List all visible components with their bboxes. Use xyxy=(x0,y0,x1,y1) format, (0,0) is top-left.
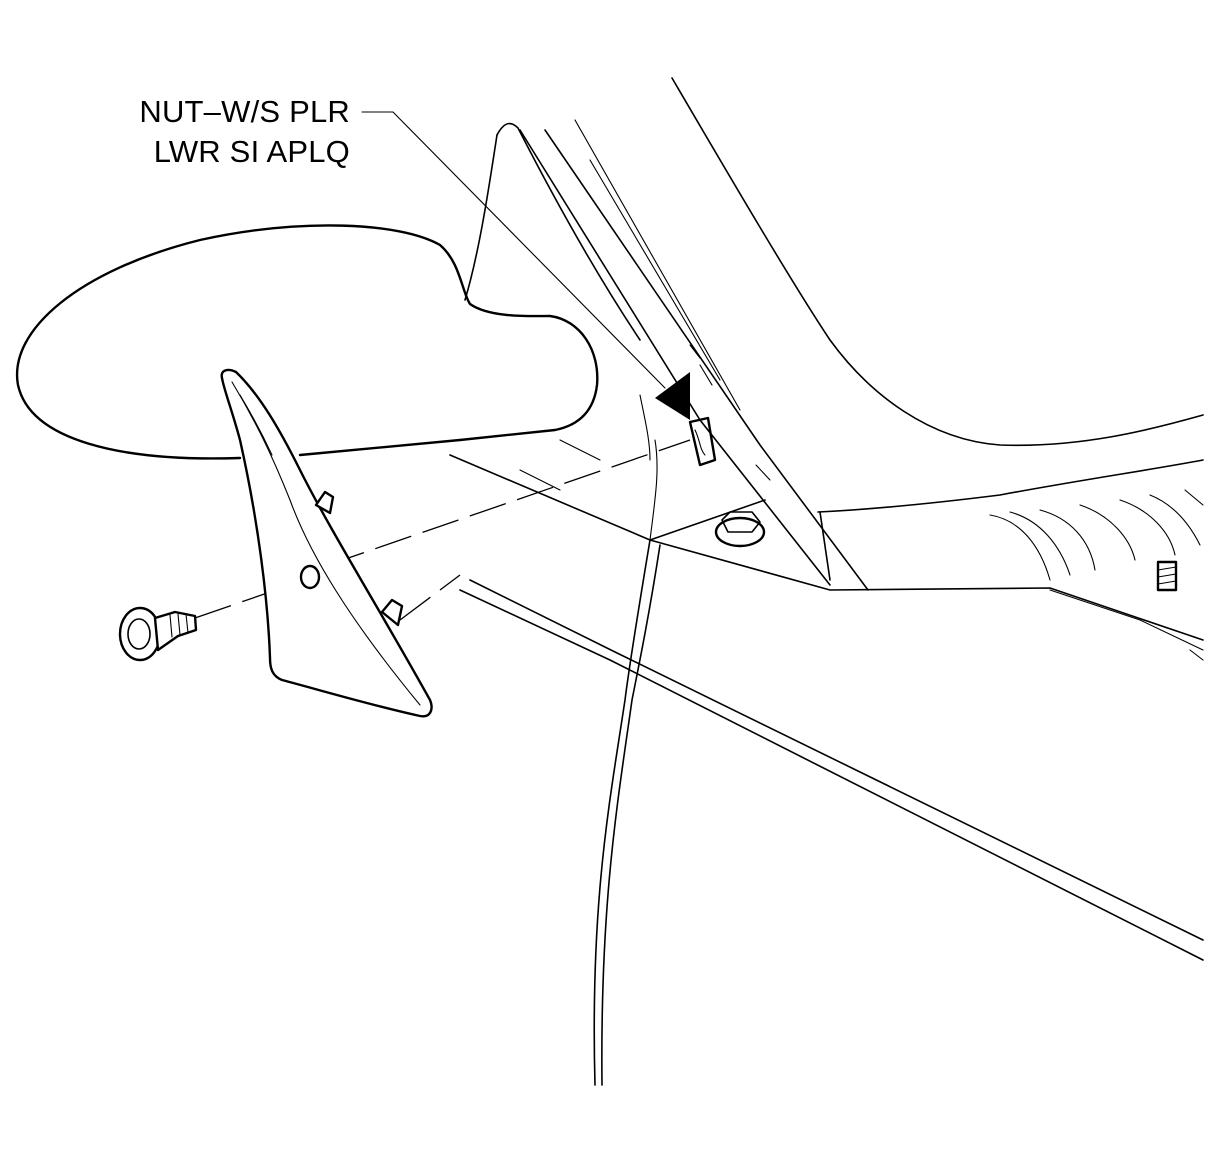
a-pillar xyxy=(464,77,1204,591)
hex-bolt xyxy=(714,511,766,548)
screw xyxy=(118,606,198,662)
callout-label-line1: NUT–W/S PLR xyxy=(139,94,350,129)
alignment-lines xyxy=(194,439,691,621)
hood-hinge-area xyxy=(989,489,1204,661)
mounting-stud xyxy=(1156,560,1178,592)
fender-cowl xyxy=(449,394,1204,1086)
applique-panel xyxy=(220,368,433,718)
callout-leader xyxy=(361,111,690,420)
applique-nut xyxy=(688,416,717,467)
outside-mirror xyxy=(15,224,599,460)
callout-label-line2: LWR SI APLQ xyxy=(153,134,350,169)
